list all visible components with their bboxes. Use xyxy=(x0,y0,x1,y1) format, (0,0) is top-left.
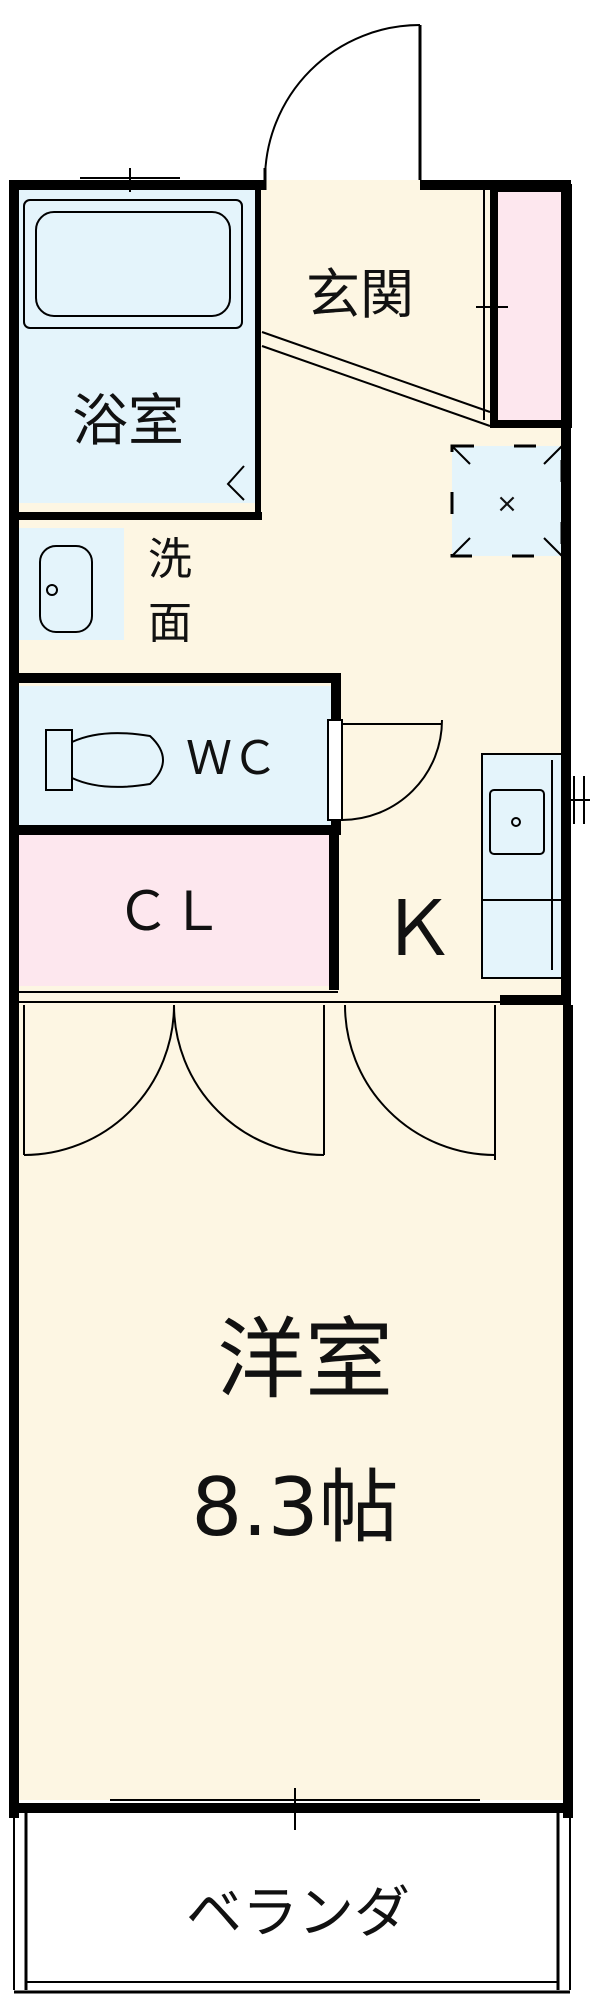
bath-drain xyxy=(226,465,245,501)
label-washroom-2: 面 xyxy=(148,598,192,649)
toilet-door-frame xyxy=(327,719,343,821)
vent-diag-2 xyxy=(543,445,563,465)
wash-basin-drain xyxy=(46,584,58,596)
sink-bowl xyxy=(489,789,545,855)
vent-diag-3 xyxy=(451,537,471,557)
sink-drain xyxy=(511,817,521,827)
label-entrance: 玄関 xyxy=(306,263,414,326)
washroom-area xyxy=(14,528,124,640)
kitchen-counter xyxy=(482,754,562,978)
closet-door-arc-2 xyxy=(173,1004,325,1156)
toilet-room xyxy=(14,686,334,826)
label-western-room: 洋室 xyxy=(217,1308,393,1411)
vent-diag-1 xyxy=(451,445,471,465)
toilet-tank xyxy=(45,729,73,791)
entrance-step-line-1 xyxy=(261,331,491,413)
label-western-room-size: 8.3帖 xyxy=(191,1461,398,1554)
wash-basin xyxy=(39,545,93,633)
counter-frame xyxy=(481,753,563,979)
toilet-bowl xyxy=(71,732,164,788)
bathtub-inner xyxy=(35,211,231,317)
vent-x: × xyxy=(496,489,518,519)
ventilation-box xyxy=(452,446,562,556)
label-toilet: ＷＣ xyxy=(186,731,278,785)
label-kitchen: Ｋ xyxy=(380,884,456,973)
label-bath: 浴室 xyxy=(72,389,184,454)
bathtub xyxy=(23,199,243,329)
toilet-door-arc xyxy=(341,719,443,821)
entrance-step-line-2 xyxy=(261,345,491,427)
closet-area xyxy=(14,826,334,986)
entrance-door-arc xyxy=(264,24,421,181)
label-balcony: ベランダ xyxy=(186,1881,410,1946)
label-closet: ＣＬ xyxy=(116,880,224,943)
room-door-arc xyxy=(344,1004,496,1156)
vent-diag-4 xyxy=(543,537,563,557)
ventilation-outline xyxy=(450,444,564,558)
bath-area xyxy=(14,190,258,503)
closet-door-arc-1 xyxy=(23,1004,175,1156)
label-washroom-1: 洗 xyxy=(148,534,192,585)
